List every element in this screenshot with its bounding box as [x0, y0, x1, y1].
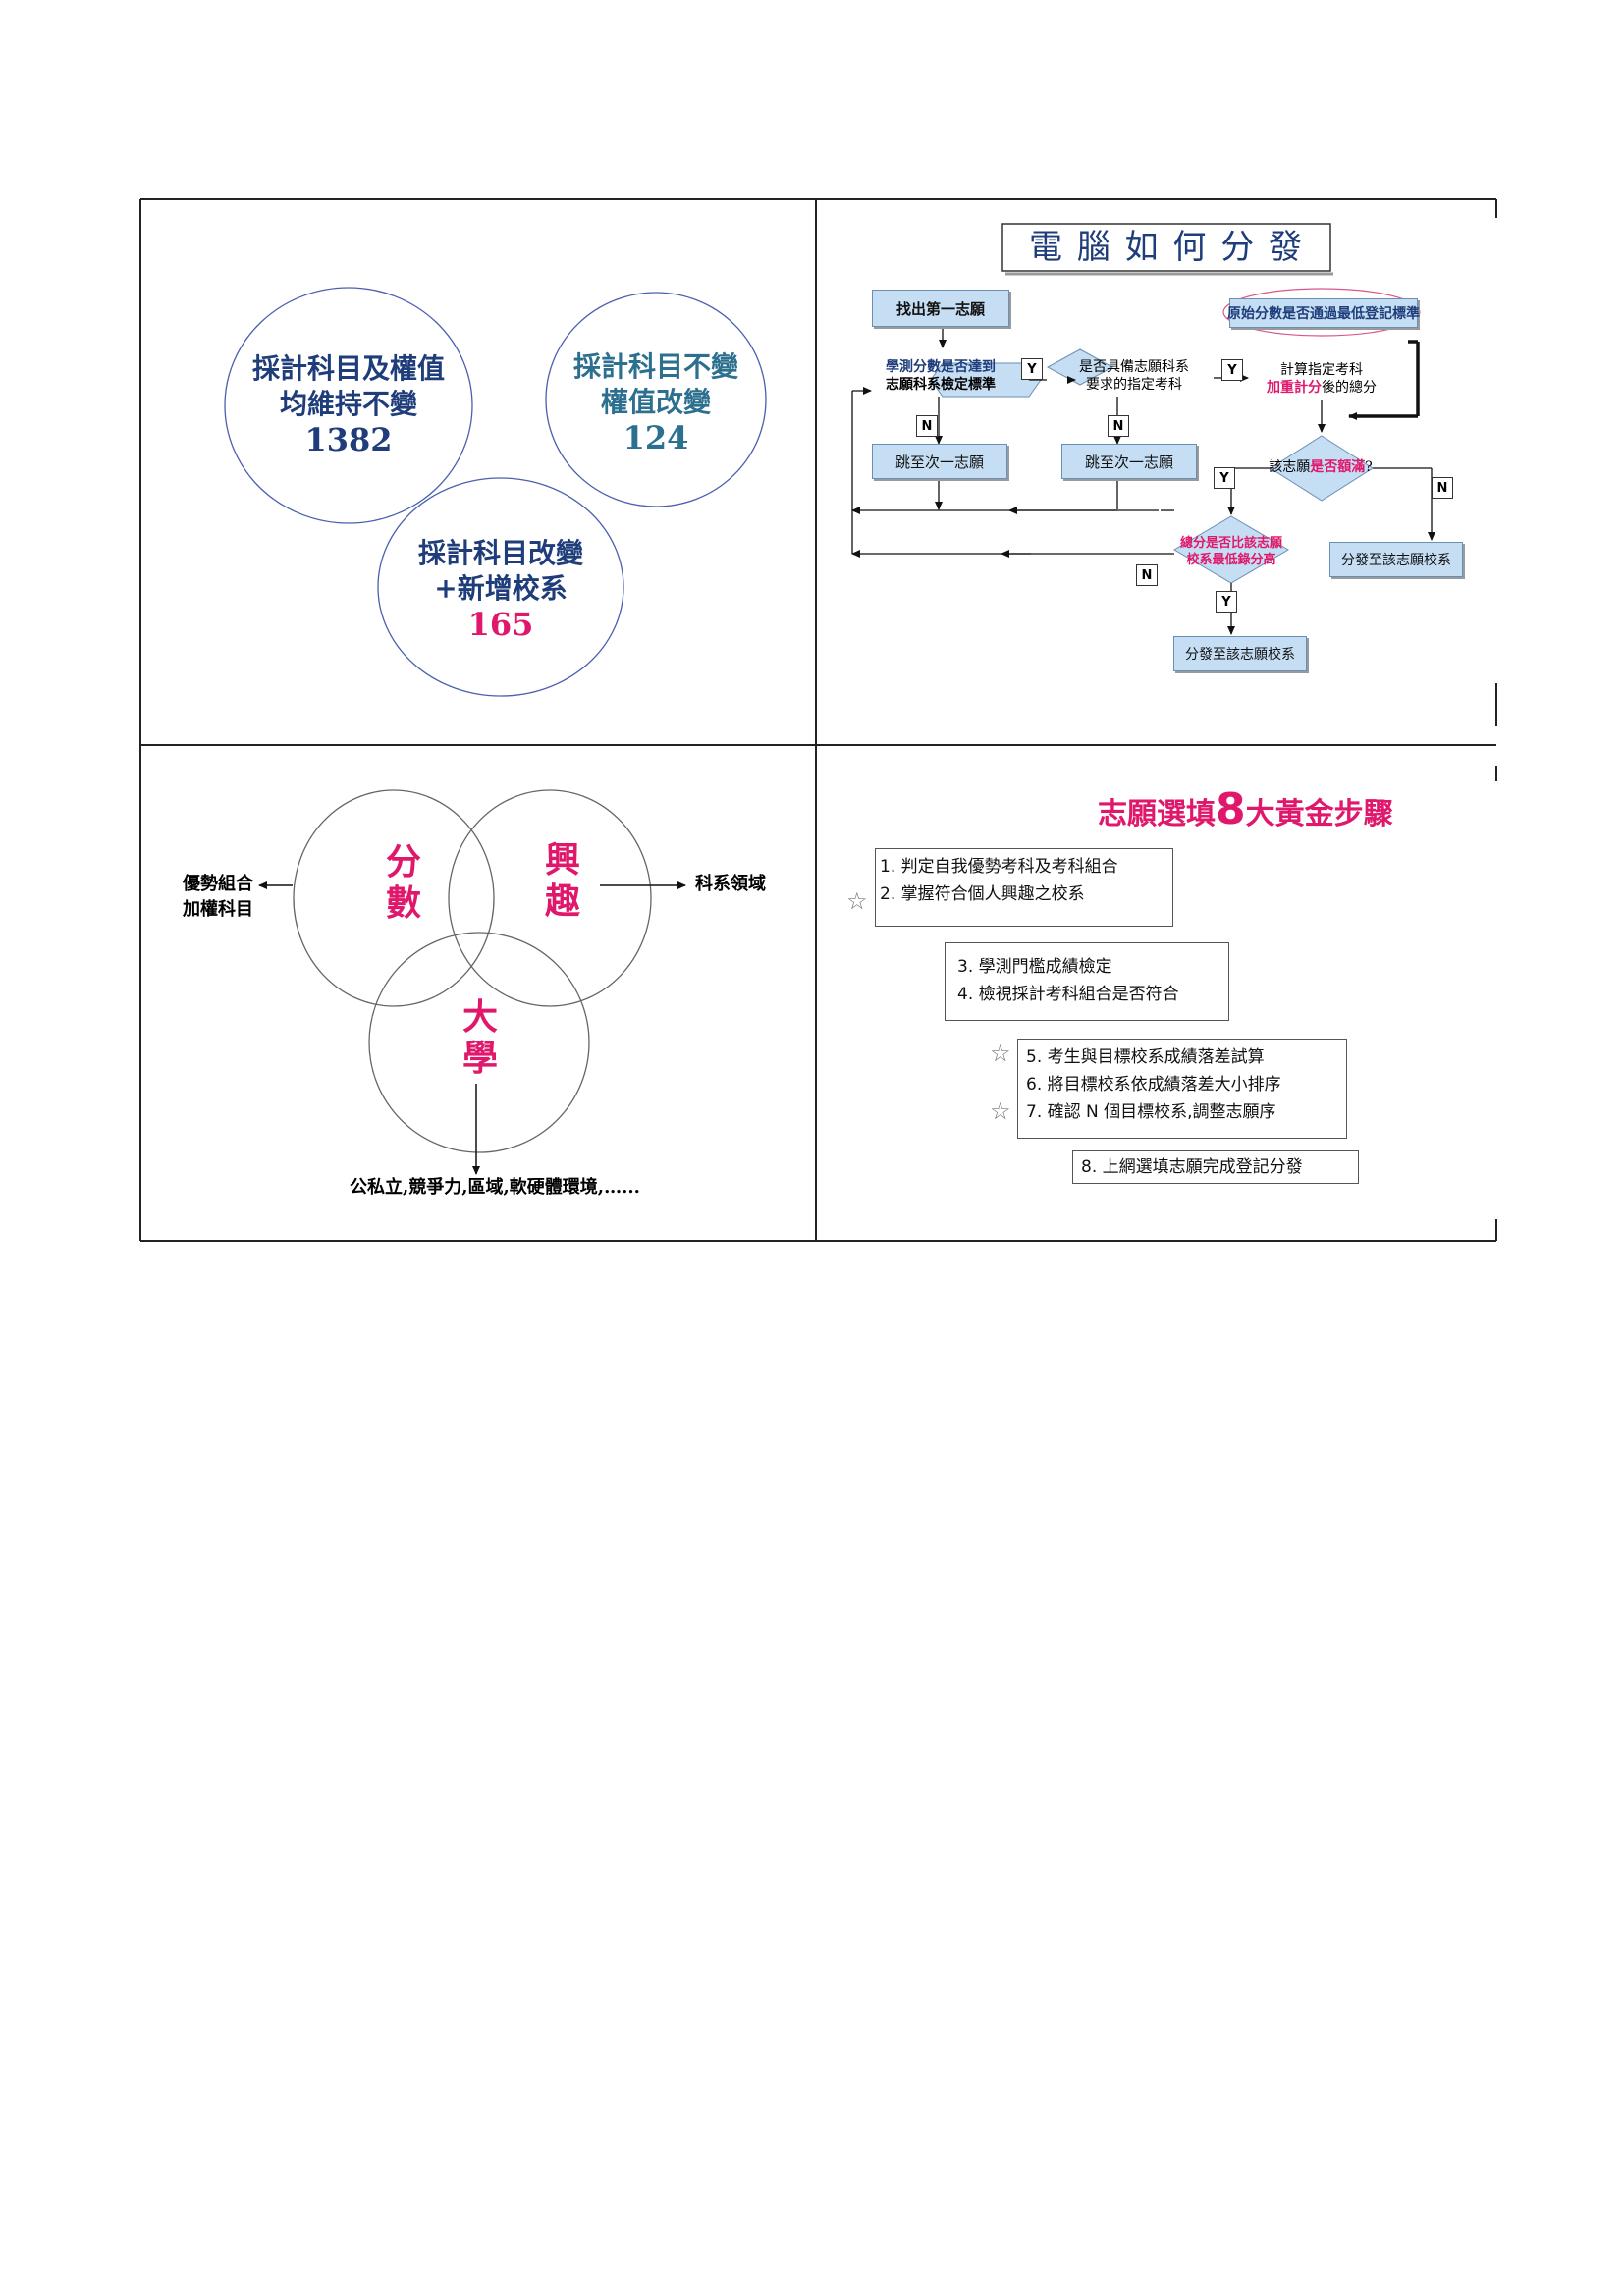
find-first-box: 找出第一志願: [872, 290, 1009, 327]
circle3-text: 採計科目改變 +新增校系 165: [378, 536, 623, 642]
circle3-line1: 採計科目改變: [417, 537, 583, 569]
yes-label-2: Y: [1221, 359, 1243, 381]
original-score-q-a: 原始分數: [1227, 306, 1282, 322]
venn-interest-label: 興 趣: [540, 840, 585, 923]
circle2-line1: 採計科目不變: [572, 350, 738, 383]
full-q-a: 該志願: [1269, 459, 1311, 475]
test-score-q-a: 學測分數是否達到: [886, 359, 996, 375]
venn-score-label: 分 數: [381, 842, 426, 925]
circle3-number: 165: [467, 606, 534, 643]
venn-university: [368, 932, 590, 1153]
required-subjects-question: 是否具備志願科系 要求的指定考科: [1060, 358, 1208, 394]
step-group-4: 8. 上網選填志願完成登記分發: [1072, 1150, 1359, 1184]
circle3-line2: +新增校系: [434, 572, 568, 605]
test-score-q-b: 志願科系檢定標準: [886, 377, 996, 393]
total-question: 總分是否比該志願 校系最低錄分高: [1163, 535, 1300, 568]
circle1-text: 採計科目及權值 均維持不變 1382: [225, 351, 472, 457]
calc-line2a: 加重計分: [1267, 380, 1322, 396]
interest-char-1: 興: [544, 840, 580, 881]
original-score-ellipse: [1222, 288, 1421, 337]
circle-unchanged: [224, 287, 473, 524]
assign-right-box: 分發至該志願校系: [1329, 542, 1463, 577]
circle2-text: 採計科目不變 權值改變 124: [546, 349, 766, 455]
flow-title-box: [1001, 223, 1331, 272]
left-label: 優勢組合 加權科目: [183, 872, 253, 923]
full-question: 該志願是否額滿?: [1247, 458, 1394, 476]
score-char-2: 數: [385, 883, 421, 924]
circle1-number: 1382: [304, 421, 393, 458]
full-q-b: 是否額滿: [1310, 459, 1366, 475]
star-icon-step7: ☆: [990, 1097, 1011, 1125]
left-label-1: 優勢組合: [183, 874, 253, 894]
assign-bottom-box: 分發至該志願校系: [1173, 636, 1307, 671]
step-4: 4. 檢視採計考科組合是否符合: [957, 985, 1179, 1004]
circle2-number: 124: [623, 419, 689, 456]
left-label-2: 加權科目: [183, 899, 253, 920]
circle-weight-changed: [545, 292, 767, 507]
total-q2: 校系最低錄分高: [1186, 553, 1276, 567]
flow-title: 電 腦 如 何 分 發: [1028, 228, 1305, 267]
calc-line2b: 後的總分: [1322, 380, 1377, 396]
yes-label-1: Y: [1021, 358, 1043, 380]
step-group-1: 1. 判定自我優勢考科及考科組合 2. 掌握符合個人興趣之校系: [875, 848, 1173, 927]
steps-title-post: 大黃金步驟: [1245, 797, 1393, 831]
circle1-line1: 採計科目及權值: [251, 352, 445, 385]
step-group-2: 3. 學測門檻成績檢定 4. 檢視採計考科組合是否符合: [945, 942, 1229, 1021]
star-icon-step2: ☆: [846, 887, 868, 915]
star-icon-step5: ☆: [990, 1040, 1011, 1067]
steps-title: 志願選填8大黃金步驟: [1098, 785, 1393, 839]
skip-box-1: 跳至次一志願: [872, 444, 1007, 479]
required-subjects-q2: 要求的指定考科: [1086, 377, 1182, 393]
no-label-2: N: [1108, 415, 1129, 437]
step-group-3: 5. 考生與目標校系成績落差試算 6. 將目標校系依成績落差大小排序 7. 確認…: [1017, 1039, 1347, 1139]
yes-label-3: Y: [1214, 467, 1235, 489]
step-6: 6. 將目標校系依成績落差大小排序: [1026, 1075, 1281, 1095]
original-score-q-b: 是否通過最低登記標準: [1282, 306, 1420, 322]
steps-title-num: 8: [1216, 784, 1246, 834]
skip-box-2: 跳至次一志願: [1061, 444, 1197, 479]
circle-subjects-changed: [377, 477, 624, 697]
step-7: 7. 確認 N 個目標校系,調整志願序: [1026, 1102, 1276, 1122]
step-2: 2. 掌握符合個人興趣之校系: [880, 884, 1085, 904]
right-label: 科系領域: [695, 874, 766, 894]
test-score-question: 學測分數是否達到 志願科系檢定標準: [862, 358, 1019, 394]
university-char-1: 大: [461, 997, 498, 1038]
venn-score: [293, 789, 495, 1007]
circle1-line2: 均維持不變: [279, 388, 417, 420]
original-score-box: 原始分數是否通過最低登記標準: [1227, 298, 1420, 328]
venn-university-label: 大 學: [458, 997, 503, 1080]
steps-title-pre: 志願選填: [1098, 797, 1216, 831]
panel-grid: [139, 198, 1497, 1242]
total-q1: 總分是否比該志願: [1179, 536, 1282, 551]
venn-interest: [448, 789, 652, 1007]
full-q-c: ?: [1365, 459, 1373, 475]
calc-text: 計算指定考科 加重計分後的總分: [1243, 361, 1400, 397]
no-label-1: N: [916, 415, 938, 437]
score-char-1: 分: [385, 842, 421, 882]
no-label-4: N: [1136, 564, 1158, 586]
calc-line1: 計算指定考科: [1280, 362, 1363, 378]
no-label-3: N: [1432, 477, 1453, 499]
interest-char-2: 趣: [544, 881, 580, 922]
diamond-required: [1046, 348, 1114, 386]
step-8: 8. 上網選填志願完成登記分發: [1081, 1157, 1303, 1177]
university-char-2: 學: [461, 1039, 498, 1079]
step-1: 1. 判定自我優勢考科及考科組合: [880, 857, 1118, 877]
required-subjects-q1: 是否具備志願科系: [1079, 359, 1189, 375]
yes-label-4: Y: [1216, 591, 1237, 613]
step-3: 3. 學測門檻成績檢定: [957, 957, 1112, 977]
step-5: 5. 考生與目標校系成績落差試算: [1026, 1047, 1265, 1067]
circle2-line2: 權值改變: [600, 386, 711, 418]
bottom-label: 公私立,競爭力,區域,軟硬體環境,…...: [350, 1177, 640, 1198]
diamond-full: [1270, 435, 1374, 502]
